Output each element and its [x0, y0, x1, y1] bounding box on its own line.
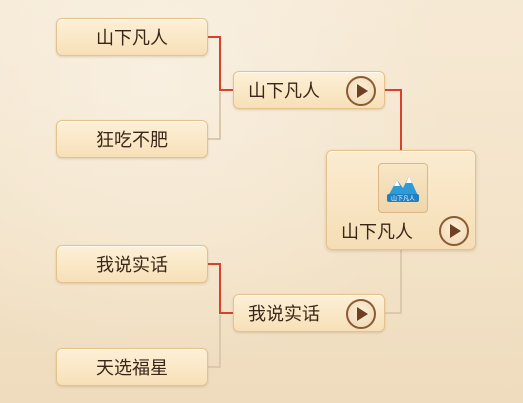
play-icon	[357, 84, 368, 98]
round1-slot-2: 狂吃不肥	[56, 120, 208, 158]
round1-slot-1: 山下凡人	[56, 18, 208, 56]
player-name: 我说实话	[248, 304, 320, 325]
loser-line-bottom-pair	[208, 315, 221, 368]
winner-line-top-pair	[208, 36, 233, 91]
semifinal-slot-2: 我说实话	[233, 294, 385, 332]
play-replay-button[interactable]	[346, 299, 376, 329]
player-name: 山下凡人	[248, 81, 320, 102]
champion-emblem-icon: 山下凡人	[378, 163, 428, 213]
winner-line-bottom-pair	[208, 263, 233, 314]
winner-line-final	[385, 89, 402, 150]
mountain-emblem-icon: 山下凡人	[387, 176, 419, 203]
player-name: 山下凡人	[96, 28, 168, 49]
round1-slot-3: 我说实话	[56, 245, 208, 283]
play-replay-button[interactable]	[346, 76, 376, 106]
loser-line-final	[385, 250, 402, 314]
play-icon	[357, 307, 368, 321]
semifinal-slot-1: 山下凡人	[233, 71, 385, 109]
loser-line-top-pair	[208, 92, 221, 140]
champion-name: 山下凡人	[341, 222, 413, 243]
play-replay-button[interactable]	[439, 216, 469, 246]
round1-slot-4: 天选福星	[56, 348, 208, 386]
player-name: 狂吃不肥	[96, 130, 168, 151]
final-slot: 山下凡人 山下凡人	[326, 150, 476, 250]
emblem-text: 山下凡人	[391, 195, 415, 203]
player-name: 我说实话	[96, 255, 168, 276]
player-name: 天选福星	[96, 358, 168, 379]
play-icon	[450, 224, 461, 238]
